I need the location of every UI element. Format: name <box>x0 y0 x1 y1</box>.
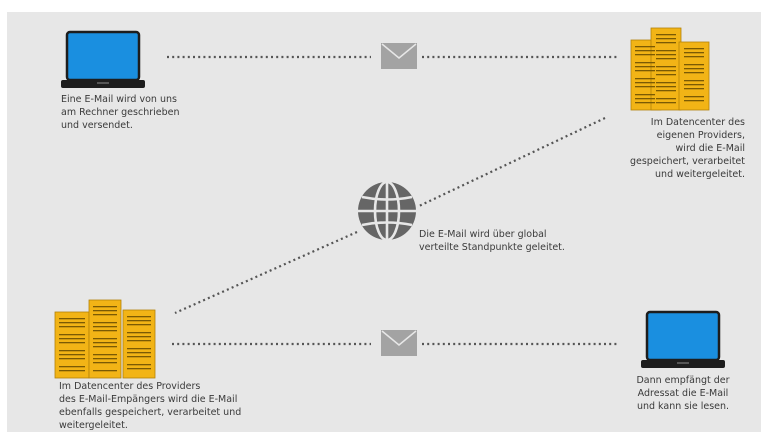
caption-recipient-provider: Im Datencenter des Providers des E-Mail-… <box>59 380 241 432</box>
caption-send: Eine E-Mail wird von uns am Rechner gesc… <box>61 93 180 132</box>
caption-line: und kann sie lesen. <box>636 401 730 412</box>
caption-line: am Rechner geschrieben <box>61 107 180 118</box>
caption-line: gespeichert, verarbeitet <box>629 156 745 167</box>
caption-line: Die E-Mail wird über global <box>419 229 547 240</box>
caption-global: Die E-Mail wird über global verteilte St… <box>419 228 565 254</box>
laptop-icon <box>639 310 727 370</box>
caption-line: des E-Mail-Empängers wird die E-Mail <box>59 394 238 405</box>
server-icon <box>54 299 156 379</box>
caption-line: wird die E-Mail <box>675 143 745 154</box>
caption-line: und versendet. <box>61 120 133 131</box>
caption-line: weitergeleitet. <box>59 420 128 431</box>
caption-line: Dann empfängt der <box>636 375 730 386</box>
caption-line: Adressat die E-Mail <box>637 388 729 399</box>
caption-line: verteilte Standpunkte geleitet. <box>419 242 565 253</box>
globe-icon <box>358 180 416 242</box>
caption-line: und weitergeleitet. <box>655 169 745 180</box>
envelope-icon <box>380 42 418 70</box>
caption-line: Im Datencenter des Providers <box>59 381 201 392</box>
caption-line: Im Datencenter des <box>650 117 745 128</box>
envelope-icon <box>380 329 418 357</box>
connection-lines <box>167 55 619 346</box>
diagram-artwork <box>54 27 727 379</box>
line-server-to-globe <box>416 117 606 208</box>
caption-own-provider: Im Datencenter des eigenen Providers, wi… <box>630 116 745 181</box>
caption-line: eigenen Providers, <box>656 130 745 141</box>
caption-receive: Dann empfängt der Adressat die E-Mail un… <box>618 374 748 413</box>
caption-line: Eine E-Mail wird von uns <box>61 94 177 105</box>
caption-line: ebenfalls gespeichert, verarbeitet und <box>59 407 242 418</box>
diagram-panel: Eine E-Mail wird von uns am Rechner gesc… <box>7 12 761 432</box>
laptop-icon <box>59 30 147 90</box>
server-icon <box>630 27 710 111</box>
line-globe-to-server <box>174 230 358 315</box>
